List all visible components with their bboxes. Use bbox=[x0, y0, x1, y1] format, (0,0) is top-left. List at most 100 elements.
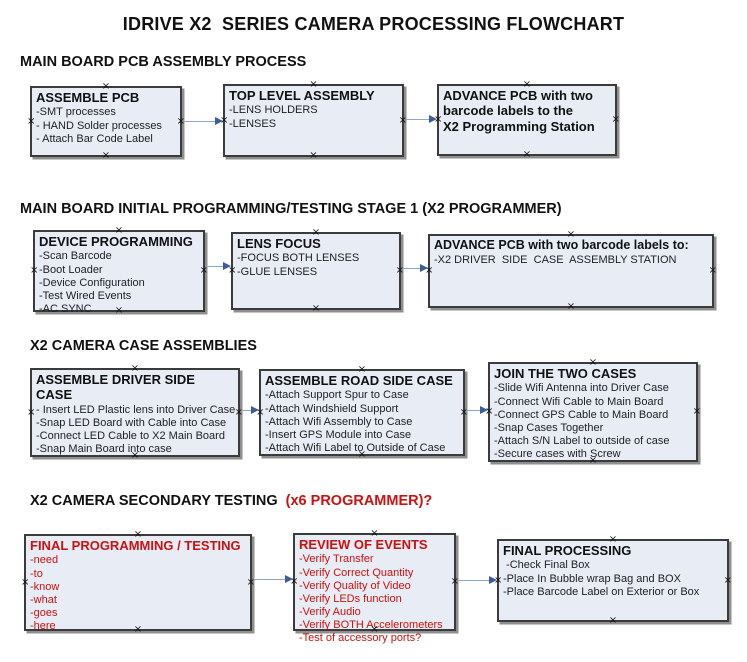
connector-anchor-icon: × bbox=[708, 265, 717, 276]
box-title: ASSEMBLE DRIVER SIDE CASE bbox=[36, 372, 195, 403]
box-join-the-two-cases[interactable]: JOIN THE TWO CASES -Slide Wifi Antenna i… bbox=[485, 358, 701, 466]
box-assemble-road-side-case[interactable]: ASSEMBLE ROAD SIDE CASE -Attach Support … bbox=[256, 365, 468, 460]
list-item: -Snap Cases Together bbox=[494, 421, 604, 434]
list-item: -Attach S/N Label to outside of case bbox=[494, 435, 670, 448]
connector-anchor-icon: × bbox=[723, 574, 732, 586]
box-items: -Attach Support Spur to Case-Attach Wind… bbox=[265, 389, 459, 455]
section-header-initial-programming: MAIN BOARD INITIAL PROGRAMMING/TESTING S… bbox=[20, 201, 562, 217]
box-review-of-events[interactable]: REVIEW OF EVENTS -Verify Transfer-Verify… bbox=[290, 529, 459, 645]
box-items: -SMT processes- HAND Solder processes- A… bbox=[36, 106, 176, 146]
box-items: -Verify Transfer-Verify Correct Quantity… bbox=[299, 553, 450, 645]
connector-anchor-icon: × bbox=[398, 114, 407, 126]
box-title: DEVICE PROGRAMMING bbox=[39, 234, 193, 249]
box-device-programming[interactable]: DEVICE PROGRAMMING -Scan Barcode-Boot Lo… bbox=[30, 226, 208, 316]
section-header-case-assemblies: X2 CAMERA CASE ASSEMBLIES bbox=[30, 338, 257, 354]
box-title: ADVANCE PCB with two barcode labels to: bbox=[434, 238, 689, 252]
list-item: -Place Barcode Label on Exterior or Box bbox=[503, 585, 700, 598]
connector-anchor-icon: × bbox=[608, 615, 618, 626]
box-items: -Scan Barcode-Boot Loader-Device Configu… bbox=[39, 250, 199, 316]
list-item: -Snap Main Board into case bbox=[36, 443, 172, 456]
arrow-head-icon bbox=[251, 406, 259, 414]
section-header-text: X2 CAMERA SECONDARY TESTING bbox=[30, 493, 282, 509]
arrow-line bbox=[403, 268, 422, 269]
box-title: JOIN THE TWO CASES bbox=[494, 366, 637, 381]
list-item: -Attach Windshield Support bbox=[265, 402, 399, 415]
list-item: -Connect GPS Cable to Main Board bbox=[494, 408, 669, 421]
connector-anchor-icon: × bbox=[611, 114, 620, 125]
box-title: REVIEW OF EVENTS bbox=[299, 537, 428, 552]
box-lens-focus[interactable]: LENS FOCUS -FOCUS BOTH LENSES-GLUE LENSE… bbox=[228, 228, 404, 314]
list-item: -Attach Support Spur to Case bbox=[265, 389, 409, 402]
list-item: -GLUE LENSES bbox=[237, 265, 318, 278]
arrow-head-icon bbox=[480, 406, 488, 414]
connector-anchor-icon: × bbox=[692, 406, 701, 417]
box-title: FINAL PROCESSING bbox=[503, 543, 632, 558]
arrow-head-icon bbox=[223, 262, 231, 270]
box-assemble-driver-side-case[interactable]: ASSEMBLE DRIVER SIDE CASE - Insert LED P… bbox=[27, 364, 243, 461]
box-items: -X2 DRIVER SIDE CASE ASSEMBLY STATION bbox=[434, 254, 708, 267]
box-title: FINAL PROGRAMMING / TESTING bbox=[30, 538, 241, 553]
list-item: -know bbox=[30, 580, 60, 593]
connector-anchor-icon: × bbox=[199, 265, 208, 276]
list-item: -Test Wired Events bbox=[39, 289, 132, 302]
box-title: ASSEMBLE ROAD SIDE CASE bbox=[265, 373, 453, 388]
arrow-head-icon bbox=[215, 117, 223, 125]
list-item: -to bbox=[30, 567, 43, 580]
box-items: -need-to-know-what-goes-here bbox=[30, 554, 246, 633]
list-item: -Attach Wifi Assembly to Case bbox=[265, 415, 413, 428]
list-item: -Verify BOTH Accelerometers bbox=[299, 619, 443, 632]
list-item: -Scan Barcode bbox=[39, 250, 112, 263]
list-item: -Connect LED Cable to X2 Main Board bbox=[36, 430, 225, 443]
list-item: -AC SYNC bbox=[39, 303, 92, 316]
arrow-head-icon bbox=[429, 115, 437, 123]
connector-anchor-icon: × bbox=[30, 265, 39, 276]
list-item: -Verify Correct Quantity bbox=[299, 566, 414, 579]
list-item: -LENSES bbox=[229, 117, 277, 130]
list-item: -Device Configuration bbox=[39, 276, 145, 289]
list-item: -need bbox=[30, 554, 59, 567]
connector-anchor-icon: × bbox=[101, 150, 111, 161]
arrow-line bbox=[241, 410, 253, 411]
list-item: -SMT processes bbox=[36, 106, 116, 119]
list-item: - Insert LED Plastic lens into Driver Ca… bbox=[36, 403, 236, 416]
list-item: -Snap LED Board with Cable into Case bbox=[36, 416, 227, 429]
list-item: - HAND Solder processes bbox=[36, 119, 162, 132]
list-item: -Verify LEDs function bbox=[299, 592, 402, 605]
box-final-programming-testing[interactable]: FINAL PROGRAMMING / TESTING -need-to-kno… bbox=[21, 530, 255, 635]
box-title: TOP LEVEL ASSEMBLY bbox=[229, 88, 375, 103]
box-advance-pcb-driver-side-station[interactable]: ADVANCE PCB with two barcode labels to: … bbox=[425, 230, 717, 312]
arrow-line bbox=[206, 266, 225, 267]
list-item: -Place In Bubble wrap Bag and BOX bbox=[503, 572, 681, 585]
box-title: ADVANCE PCB with two barcode labels to t… bbox=[443, 88, 595, 134]
section-header-red-text: (x6 PROGRAMMER)? bbox=[281, 493, 433, 509]
flowchart-title: IDRIVE X2 SERIES CAMERA PROCESSING FLOWC… bbox=[122, 14, 625, 34]
list-item: -here bbox=[30, 620, 56, 633]
box-advance-pcb-programming-station[interactable]: ADVANCE PCB with two barcode labels to t… bbox=[434, 80, 620, 160]
box-title: LENS FOCUS bbox=[237, 236, 321, 251]
box-items: -LENS HOLDERS-LENSES bbox=[229, 104, 398, 130]
box-title: ASSEMBLE PCB bbox=[36, 90, 140, 105]
connector-anchor-icon: × bbox=[309, 150, 318, 161]
box-items: -Check Final Box-Place In Bubble wrap Ba… bbox=[503, 559, 723, 599]
box-top-level-assembly[interactable]: TOP LEVEL ASSEMBLY -LENS HOLDERS-LENSES … bbox=[220, 80, 407, 161]
list-item: -Verify Transfer bbox=[299, 553, 374, 566]
arrow-line bbox=[184, 121, 217, 122]
list-item: -Slide Wifi Antenna into Driver Case bbox=[494, 382, 669, 395]
arrow-line bbox=[466, 410, 482, 411]
box-items: -FOCUS BOTH LENSES-GLUE LENSES bbox=[237, 252, 395, 278]
arrow-line bbox=[458, 580, 491, 581]
connector-anchor-icon: × bbox=[21, 576, 30, 588]
list-item: -Check Final Box bbox=[503, 559, 590, 572]
box-assemble-pcb[interactable]: ASSEMBLE PCB -SMT processes- HAND Solder… bbox=[27, 82, 185, 161]
list-item: -Connect Wifi Cable to Main Board bbox=[494, 395, 664, 408]
section-header-pcb-assembly: MAIN BOARD PCB ASSEMBLY PROCESS bbox=[20, 54, 307, 70]
box-final-processing[interactable]: FINAL PROCESSING -Check Final Box-Place … bbox=[494, 535, 732, 626]
section-header-secondary-testing: X2 CAMERA SECONDARY TESTING (x6 PROGRAMM… bbox=[30, 493, 432, 509]
connector-anchor-icon: × bbox=[566, 301, 576, 312]
arrow-line bbox=[254, 579, 287, 580]
list-item: -Insert GPS Module into Case bbox=[265, 428, 412, 441]
arrow-line bbox=[406, 119, 431, 120]
list-item: - Attach Bar Code Label bbox=[36, 132, 153, 145]
box-items: - Insert LED Plastic lens into Driver Ca… bbox=[36, 403, 236, 457]
